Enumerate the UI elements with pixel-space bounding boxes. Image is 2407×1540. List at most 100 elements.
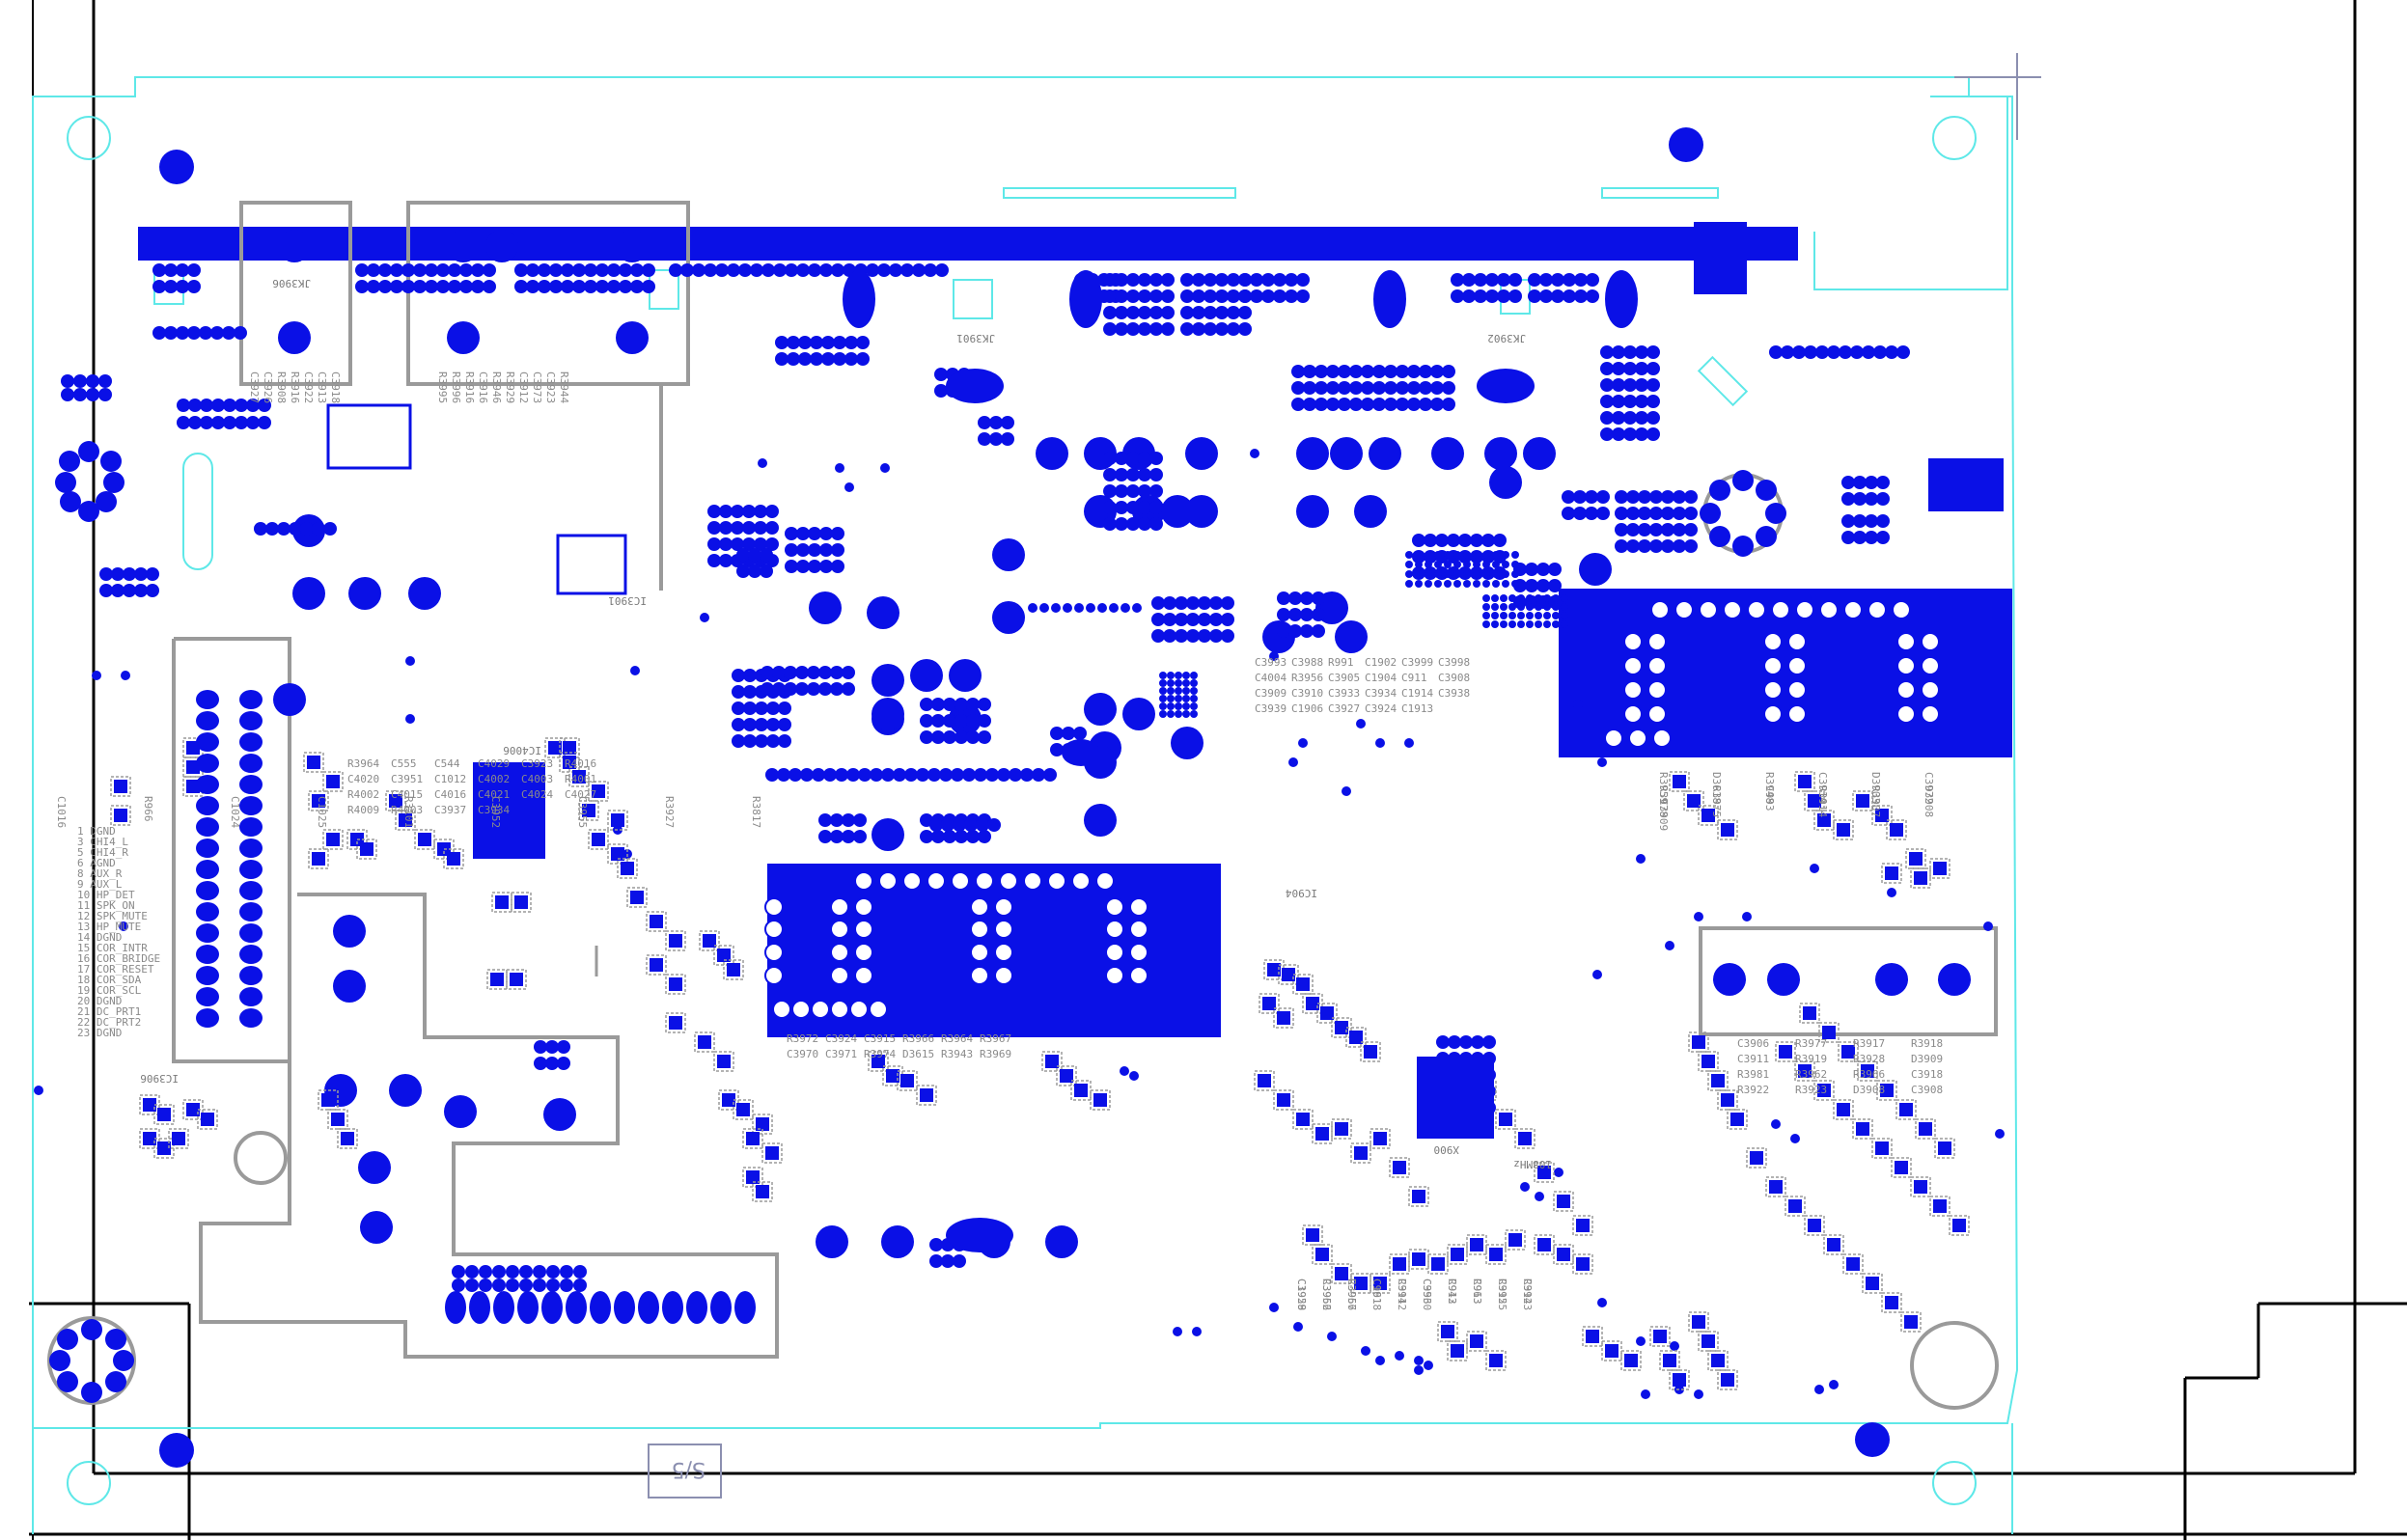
edge-pin xyxy=(196,1008,219,1028)
via xyxy=(1463,570,1471,578)
header-pin xyxy=(1180,289,1194,303)
via xyxy=(1159,695,1167,702)
header-pin xyxy=(954,698,968,711)
refdes-label: C3927 xyxy=(248,371,261,403)
header-pin xyxy=(1215,322,1229,336)
via xyxy=(1182,687,1190,695)
via xyxy=(1552,594,1560,602)
smd-pad-frame xyxy=(1833,819,1854,840)
smd-pad-frame xyxy=(1669,1369,1690,1390)
smd-pad-frame xyxy=(1823,1234,1844,1255)
large-pad xyxy=(292,577,325,610)
ring-pads xyxy=(49,441,1786,1403)
header-pin xyxy=(808,263,821,277)
refdes-label: D3615 xyxy=(902,1048,934,1060)
header-pin xyxy=(1661,523,1674,536)
edge-pin xyxy=(196,754,219,773)
header-pin xyxy=(755,718,768,731)
header-pin xyxy=(1841,531,1855,544)
header-pin xyxy=(787,352,800,366)
header-pin xyxy=(755,734,768,748)
smd-pad-frame xyxy=(761,1142,783,1164)
header-pin xyxy=(1661,539,1674,553)
header-pin xyxy=(743,701,757,715)
header-pin xyxy=(1876,476,1890,489)
refdes-label: R3907 xyxy=(1869,785,1882,817)
header-pin xyxy=(1646,427,1660,441)
refdes-label: R3919 xyxy=(1795,1053,1827,1065)
refdes-label: C4029 xyxy=(478,757,510,770)
header-pin xyxy=(1209,613,1223,626)
smd-pad xyxy=(418,833,431,846)
refdes-label: R912 xyxy=(1446,1279,1458,1305)
via xyxy=(1887,888,1896,897)
refdes-label: C961 xyxy=(1370,1279,1383,1305)
header-pin xyxy=(1586,273,1599,287)
via xyxy=(1814,1385,1824,1394)
header-pin xyxy=(953,1254,966,1268)
header-pin xyxy=(642,280,655,293)
header-pin xyxy=(1612,411,1625,425)
smd-pad-frame xyxy=(568,766,590,787)
header-pin xyxy=(1227,273,1240,287)
smd-pad xyxy=(1856,1122,1869,1136)
smd-pad xyxy=(650,915,663,928)
smd-pad-frame xyxy=(1838,1041,1859,1062)
refdes-label: R3929 xyxy=(504,371,516,403)
via xyxy=(1508,612,1516,619)
header-pin xyxy=(1115,289,1128,303)
header-pin xyxy=(1649,490,1663,504)
header-pin xyxy=(1612,427,1625,441)
header-pin xyxy=(1562,490,1575,504)
smd-pad xyxy=(1692,1035,1705,1049)
header-pin xyxy=(904,768,918,782)
via xyxy=(1694,1389,1703,1399)
header-pin xyxy=(134,584,148,597)
via xyxy=(1511,580,1519,588)
smd-pad-frame xyxy=(752,1181,773,1202)
header-pin xyxy=(1285,289,1298,303)
header-pin xyxy=(595,280,609,293)
header-pin xyxy=(1623,411,1637,425)
via xyxy=(1182,672,1190,679)
header-pin xyxy=(1103,452,1117,465)
header-pin xyxy=(964,818,978,832)
via xyxy=(1492,580,1500,588)
smd-pad xyxy=(650,958,663,972)
header-pin xyxy=(1646,345,1660,359)
header-pin xyxy=(1430,381,1444,395)
smd-pad xyxy=(1451,1248,1464,1261)
header-pin xyxy=(1314,365,1328,378)
header-pin xyxy=(1586,289,1599,303)
header-pin xyxy=(830,813,844,827)
header-pin xyxy=(750,263,763,277)
large-pad xyxy=(1171,727,1204,759)
header-pin xyxy=(1841,492,1855,506)
header-pin xyxy=(976,818,989,832)
header-pin xyxy=(1151,596,1165,610)
header-pin xyxy=(1062,727,1075,740)
smd-pad-frame xyxy=(443,848,464,869)
smd-pad xyxy=(1880,1084,1894,1097)
via xyxy=(1810,864,1819,873)
refdes-label: C3908 xyxy=(1911,1084,1943,1096)
crystal-label: X900 xyxy=(1434,1143,1460,1156)
via xyxy=(1554,1168,1563,1177)
header-pin xyxy=(1126,273,1140,287)
via xyxy=(1453,551,1461,559)
via xyxy=(1482,580,1490,588)
header-pin xyxy=(943,714,956,728)
smd-pad xyxy=(1315,1127,1329,1141)
header-pin xyxy=(378,263,392,277)
via xyxy=(1414,1365,1424,1375)
smd-pad-frame xyxy=(1784,1196,1806,1217)
header-pin xyxy=(1250,289,1263,303)
large-pad xyxy=(992,538,1025,571)
refdes-label: R3959 xyxy=(1657,772,1670,804)
refdes-label: C3958 xyxy=(1295,1279,1308,1310)
header-pin xyxy=(1626,507,1640,520)
via xyxy=(1543,594,1551,602)
refdes-label: R3908 xyxy=(275,371,288,403)
large-pad xyxy=(616,230,649,262)
header-pin xyxy=(800,768,814,782)
